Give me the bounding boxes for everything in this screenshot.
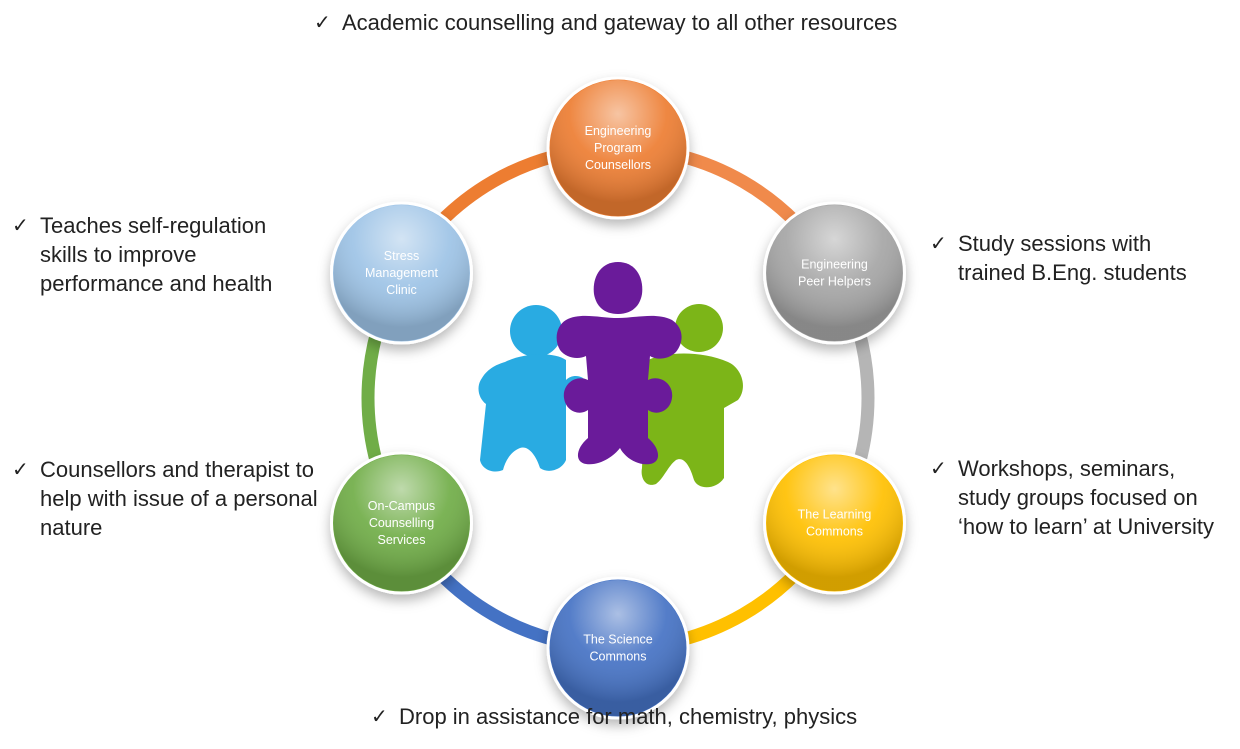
note-bottom: ✓ Drop in assistance for math, chemistry… [371,702,857,731]
node-label-smc: Clinic [386,283,417,297]
puzzle-people-icon [478,262,743,488]
check-icon: ✓ [314,10,331,34]
note-right-bottom: ✓ Workshops, seminars, study groups focu… [930,454,1230,541]
node-label-tlc: The Learning [798,508,872,522]
node-label-smc: Management [365,266,438,280]
note-left-bottom-text: Counsellors and therapist to help with i… [40,457,318,540]
node-label-tsc: Commons [590,650,647,664]
note-left-top: ✓ Teaches self-regulation skills to impr… [12,211,312,298]
node-label-tsc: The Science [583,633,653,647]
node-gloss-tlc [766,455,903,591]
check-icon: ✓ [12,457,29,481]
check-icon: ✓ [930,231,947,255]
note-right-bottom-text: Workshops, seminars, study groups focuse… [958,456,1214,539]
node-label-epc: Engineering [585,124,652,138]
node-label-occ: Services [378,533,426,547]
puzzle-person-middle [556,262,682,465]
node-label-tlc: Commons [806,525,863,539]
check-icon: ✓ [371,704,388,728]
puzzle-head-right [675,304,723,352]
node-gloss-smc [333,205,470,341]
note-right-top-text: Study sessions with trained B.Eng. stude… [958,231,1187,285]
cycle-nodes: EngineeringProgramCounsellorsEngineering… [329,76,907,720]
node-label-occ: On-Campus [368,499,435,513]
puzzle-body-left [478,354,590,472]
puzzle-person-left [478,305,590,472]
node-label-occ: Counselling [369,516,434,530]
node-label-epc: Counsellors [585,158,651,172]
node-gloss-epc [550,80,686,216]
puzzle-body-middle [556,315,682,465]
node-gloss-eph [766,205,903,341]
check-icon: ✓ [12,213,29,237]
node-label-eph: Peer Helpers [798,275,871,289]
note-bottom-text: Drop in assistance for math, chemistry, … [399,704,858,729]
node-label-smc: Stress [384,249,419,263]
note-left-top-text: Teaches self-regulation skills to improv… [40,213,273,296]
note-right-top: ✓ Study sessions with trained B.Eng. stu… [930,229,1220,287]
node-gloss-tsc [550,580,686,716]
puzzle-head-middle [593,262,643,314]
note-left-bottom: ✓ Counsellors and therapist to help with… [12,455,332,542]
check-icon: ✓ [930,456,947,480]
node-label-epc: Program [594,141,642,155]
note-top-text: Academic counselling and gateway to all … [342,10,898,35]
node-label-eph: Engineering [801,258,868,272]
puzzle-head-left [510,305,562,357]
note-top: ✓ Academic counselling and gateway to al… [314,8,897,37]
node-gloss-occ [333,455,470,591]
